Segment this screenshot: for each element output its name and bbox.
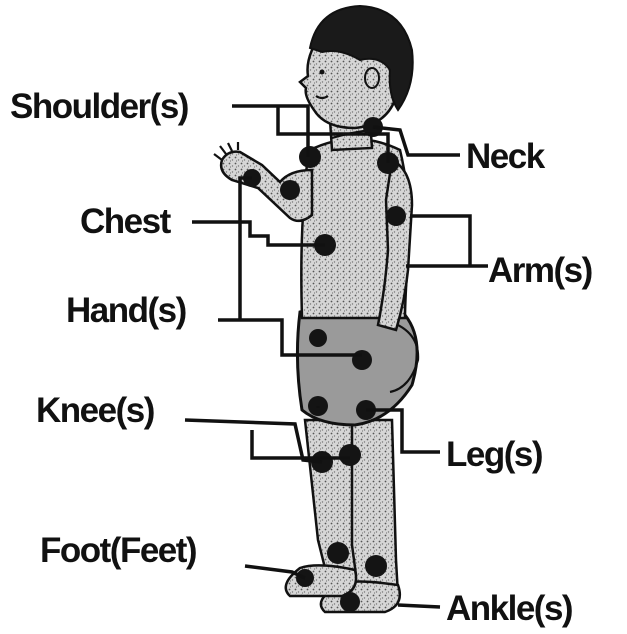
shoulder-dot-front: [299, 146, 321, 168]
ankle-dot-back: [340, 592, 360, 612]
label-feet: Foot(Feet): [40, 531, 196, 570]
foot-dot-front: [327, 542, 349, 564]
hand-dot-back-2: [309, 329, 327, 347]
arm-dot-back: [386, 206, 406, 226]
label-legs: Leg(s): [446, 435, 542, 474]
label-chest: Chest: [80, 202, 172, 241]
ankle-leader: [398, 605, 440, 607]
hand-dot-back: [352, 350, 372, 370]
arm-leader: [406, 216, 488, 266]
foot-dot-back: [365, 555, 387, 577]
front-foot: [286, 565, 356, 596]
child-figure: [214, 6, 418, 612]
label-neck: Neck: [466, 137, 546, 176]
label-arms: Arm(s): [488, 251, 592, 290]
knee-dot-back: [339, 444, 361, 466]
arm-dot-front: [280, 180, 300, 200]
label-shoulders: Shoulder(s): [10, 87, 188, 126]
label-hands: Hand(s): [66, 291, 186, 330]
label-knees: Knee(s): [36, 391, 154, 430]
label-ankles: Ankle(s): [446, 589, 572, 628]
